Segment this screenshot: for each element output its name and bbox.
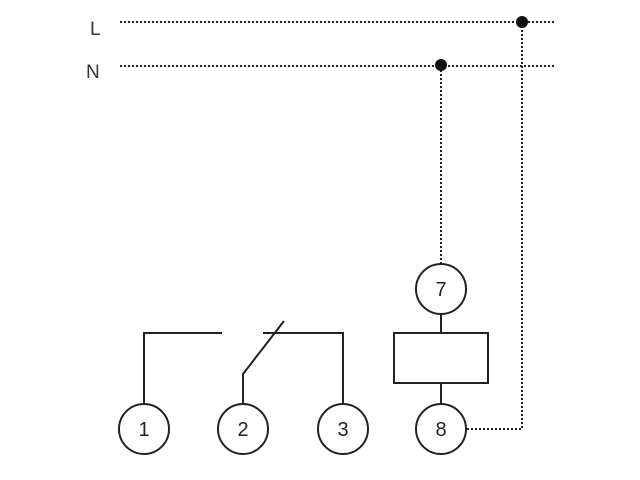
terminal-8-label: 8 <box>435 419 446 441</box>
terminal-8: 8 <box>415 403 467 455</box>
contact-terminal-3-lead <box>263 332 344 404</box>
switch-blade <box>242 320 285 404</box>
live-to-terminal-8-wire <box>466 22 523 430</box>
neutral-junction-dot <box>435 59 447 71</box>
relay-coil <box>393 332 489 384</box>
terminal-3-label: 3 <box>337 419 348 441</box>
terminal-1: 1 <box>118 403 170 455</box>
terminal-1-label: 1 <box>138 419 149 441</box>
contact-terminal-1-lead <box>143 332 222 404</box>
terminal-7-label: 7 <box>435 279 446 301</box>
terminal-2: 2 <box>217 403 269 455</box>
live-line-label: L <box>90 19 101 40</box>
terminal-7: 7 <box>415 263 467 315</box>
neutral-line-label: N <box>86 62 100 83</box>
live-junction-dot <box>516 16 528 28</box>
terminal-2-label: 2 <box>237 419 248 441</box>
terminal-3: 3 <box>317 403 369 455</box>
